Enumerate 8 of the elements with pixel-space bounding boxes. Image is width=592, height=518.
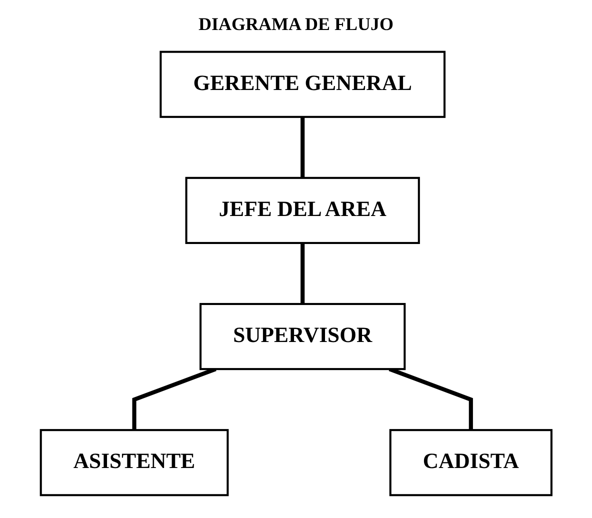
node-box: SUPERVISOR — [199, 302, 406, 370]
node-box: JEFE DEL AREA — [185, 176, 420, 244]
connector — [300, 116, 304, 178]
node-box: GERENTE GENERAL — [160, 50, 446, 118]
diagram-title: DIAGRAMA DE FLUJO — [197, 14, 394, 35]
node-box: ASISTENTE — [40, 429, 229, 496]
node-box: CADISTA — [389, 429, 552, 496]
connector — [300, 243, 304, 304]
